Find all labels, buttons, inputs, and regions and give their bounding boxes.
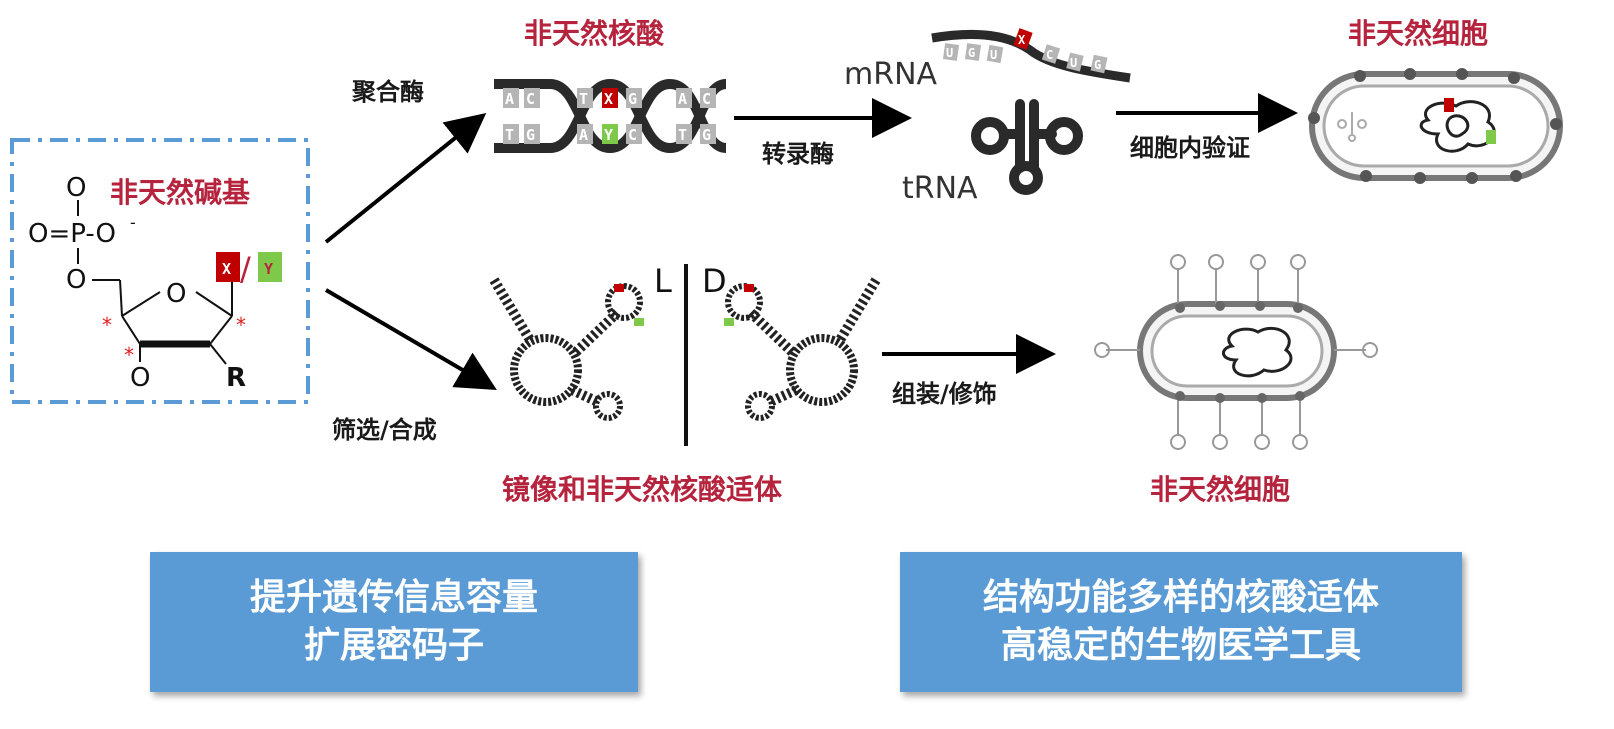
unnatural-cell-bottom: 非天然细胞 bbox=[1094, 254, 1378, 506]
codon-base: U bbox=[990, 48, 997, 62]
arrows bbox=[324, 93, 1298, 391]
codon-base-x: X bbox=[1018, 33, 1026, 47]
base: G bbox=[702, 126, 711, 144]
unnatural-base-title: 非天然碱基 bbox=[110, 176, 250, 209]
r-group: R bbox=[226, 363, 246, 393]
base-x: X bbox=[604, 90, 613, 108]
bond bbox=[119, 279, 123, 317]
summary-box-right: 结构功能多样的核酸适体 高稳定的生物医学工具 bbox=[900, 552, 1462, 692]
ring-bonds bbox=[121, 291, 233, 345]
base: T bbox=[505, 126, 514, 144]
trna-icon bbox=[971, 99, 1083, 195]
arrow-to-screening bbox=[324, 288, 497, 391]
l-label: L bbox=[654, 262, 672, 300]
base: C bbox=[628, 126, 637, 144]
arrow-to-polymerase bbox=[324, 112, 487, 244]
codon-base: G bbox=[968, 46, 975, 60]
bond bbox=[209, 343, 227, 365]
validation-label: 细胞内验证 bbox=[1130, 134, 1250, 162]
base-y-marker bbox=[258, 252, 282, 282]
cell-membrane-inner bbox=[1322, 84, 1550, 168]
phosphate-o-ester: O bbox=[66, 265, 86, 295]
base: G bbox=[526, 126, 535, 144]
d-aptamer bbox=[724, 277, 881, 421]
trna-label: tRNA bbox=[902, 171, 978, 206]
membrane-proteins bbox=[1175, 301, 1305, 403]
base: G bbox=[628, 90, 637, 108]
base-x-letter: X bbox=[222, 260, 231, 278]
base: C bbox=[526, 90, 535, 108]
o3-prime: O bbox=[130, 363, 150, 393]
summary-left-line1: 提升遗传信息容量 bbox=[249, 577, 538, 618]
mirror-aptamers: L D 镜像和非天然核酸适体 bbox=[489, 262, 881, 506]
summary-box-left: 提升遗传信息容量 扩展密码子 bbox=[150, 552, 638, 692]
x-mark bbox=[1444, 98, 1454, 112]
star-mark: * bbox=[102, 313, 112, 337]
codon-base: C bbox=[1046, 48, 1053, 62]
star-mark: * bbox=[124, 343, 134, 367]
unnatural-base-panel: 非天然碱基 O O=P-O - O O O R X / Y * * * bbox=[10, 138, 310, 404]
o-minus-sign: - bbox=[130, 213, 136, 232]
base: A bbox=[505, 90, 514, 108]
unnatural-cell-top-title: 非天然细胞 bbox=[1348, 17, 1488, 50]
codon-base: U bbox=[946, 46, 953, 60]
phosphate-row: O=P-O bbox=[28, 219, 116, 249]
mirror-aptamer-title: 镜像和非天然核酸适体 bbox=[502, 473, 783, 506]
base: A bbox=[678, 90, 687, 108]
codon-base: U bbox=[1070, 56, 1077, 70]
base: T bbox=[579, 90, 588, 108]
strand-2 bbox=[494, 78, 728, 154]
mrna-trna-group: U G U X C U G mRNA tRNA bbox=[844, 28, 1131, 206]
base: A bbox=[579, 126, 588, 144]
d-label: D bbox=[702, 262, 727, 300]
trna-small-icon bbox=[1337, 112, 1367, 142]
base-y: Y bbox=[604, 126, 613, 144]
assembly-label: 组装/修饰 bbox=[892, 380, 997, 408]
unnatural-nucleic-acid-title: 非天然核酸 bbox=[524, 17, 665, 50]
ring-oxygen: O bbox=[166, 279, 186, 309]
dashed-frame bbox=[10, 138, 310, 404]
l-aptamer bbox=[489, 277, 644, 421]
mrna-codons: U G U X C U G bbox=[942, 28, 1108, 74]
mrna-label: mRNA bbox=[844, 57, 938, 92]
cell-membrane-inner bbox=[1150, 314, 1324, 388]
unnatural-dna-helix: 非天然核酸 A C T G T X G A Y C A C T G bbox=[494, 17, 728, 154]
slash: / bbox=[240, 250, 251, 288]
polymerase-label: 聚合酶 bbox=[351, 78, 424, 106]
base-y-letter: Y bbox=[264, 260, 273, 278]
base: T bbox=[678, 126, 687, 144]
unnatural-cell-top: 非天然细胞 bbox=[1308, 17, 1563, 184]
summary-right-line2: 高稳定的生物医学工具 bbox=[1000, 625, 1361, 666]
transcriptase-label: 转录酶 bbox=[762, 140, 834, 168]
phosphate-o-top: O bbox=[66, 173, 86, 203]
screening-label: 筛选/合成 bbox=[332, 416, 437, 444]
surface-aptamers bbox=[1094, 254, 1378, 450]
base-x-marker bbox=[216, 252, 240, 282]
mrna-strand bbox=[931, 29, 1131, 83]
summary-left-line2: 扩展密码子 bbox=[303, 625, 484, 666]
base: C bbox=[702, 90, 711, 108]
unnatural-cell-bottom-title: 非天然细胞 bbox=[1150, 473, 1290, 506]
star-mark: * bbox=[236, 313, 246, 337]
membrane-proteins bbox=[1308, 68, 1562, 184]
summary-right-line1: 结构功能多样的核酸适体 bbox=[982, 577, 1379, 618]
plasmid-icon bbox=[1222, 326, 1293, 378]
codon-base: G bbox=[1094, 58, 1101, 72]
y-mark bbox=[1486, 130, 1496, 144]
